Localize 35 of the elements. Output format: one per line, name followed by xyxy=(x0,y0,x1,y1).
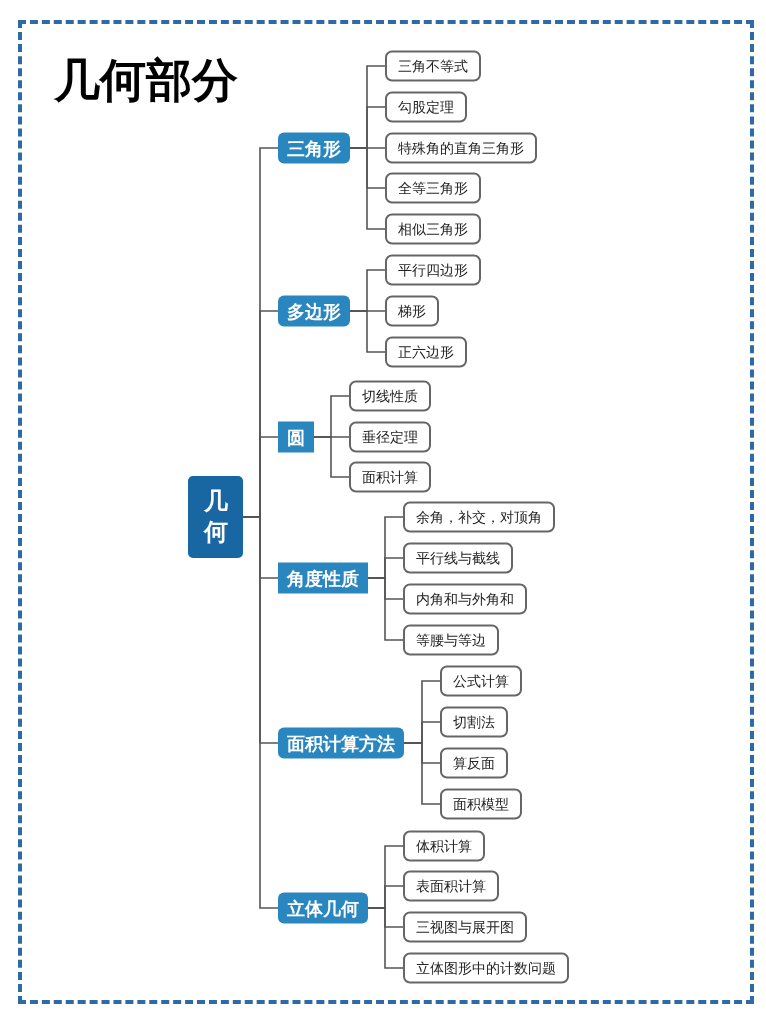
subtopic-box: 三视图与展开图 xyxy=(403,911,527,943)
topic-box: 三角形 xyxy=(278,132,350,164)
subtopic-box: 全等三角形 xyxy=(385,172,481,204)
title: 几何部分 xyxy=(54,52,238,109)
subtopic-box: 切线性质 xyxy=(349,380,431,412)
connector-line xyxy=(403,742,441,805)
subtopic-box: 面积模型 xyxy=(440,788,522,820)
subtopic-box: 等腰与等边 xyxy=(403,624,499,656)
subtopic-box: 算反面 xyxy=(440,747,508,779)
subtopic-box: 特殊角的直角三角形 xyxy=(385,132,537,164)
subtopic-box: 平行线与截线 xyxy=(403,542,513,574)
subtopic-box: 相似三角形 xyxy=(385,213,481,245)
subtopic-box: 立体图形中的计数问题 xyxy=(403,952,569,984)
subtopic-box: 切割法 xyxy=(440,706,508,738)
subtopic-box: 面积计算 xyxy=(349,461,431,493)
connector-line xyxy=(367,577,404,641)
topic-box: 立体几何 xyxy=(278,892,368,924)
subtopic-box: 体积计算 xyxy=(403,830,485,862)
subtopic-box: 内角和与外角和 xyxy=(403,583,527,615)
topic-box: 多边形 xyxy=(278,295,350,327)
subtopic-box: 表面积计算 xyxy=(403,870,499,902)
connector-line xyxy=(349,310,386,353)
topic-box: 角度性质 xyxy=(278,562,368,594)
subtopic-box: 平行四边形 xyxy=(385,254,481,286)
root-box: 几何 xyxy=(188,476,243,558)
topic-box: 面积计算方法 xyxy=(278,727,404,759)
subtopic-box: 正六边形 xyxy=(385,336,467,368)
connector-line xyxy=(313,436,350,478)
subtopic-box: 三角不等式 xyxy=(385,50,481,82)
subtopic-box: 公式计算 xyxy=(440,665,522,697)
subtopic-box: 垂径定理 xyxy=(349,421,431,453)
subtopic-box: 余角，补交，对顶角 xyxy=(403,501,555,533)
subtopic-box: 梯形 xyxy=(385,295,439,327)
topic-box: 圆 xyxy=(278,421,314,453)
subtopic-box: 勾股定理 xyxy=(385,91,467,123)
